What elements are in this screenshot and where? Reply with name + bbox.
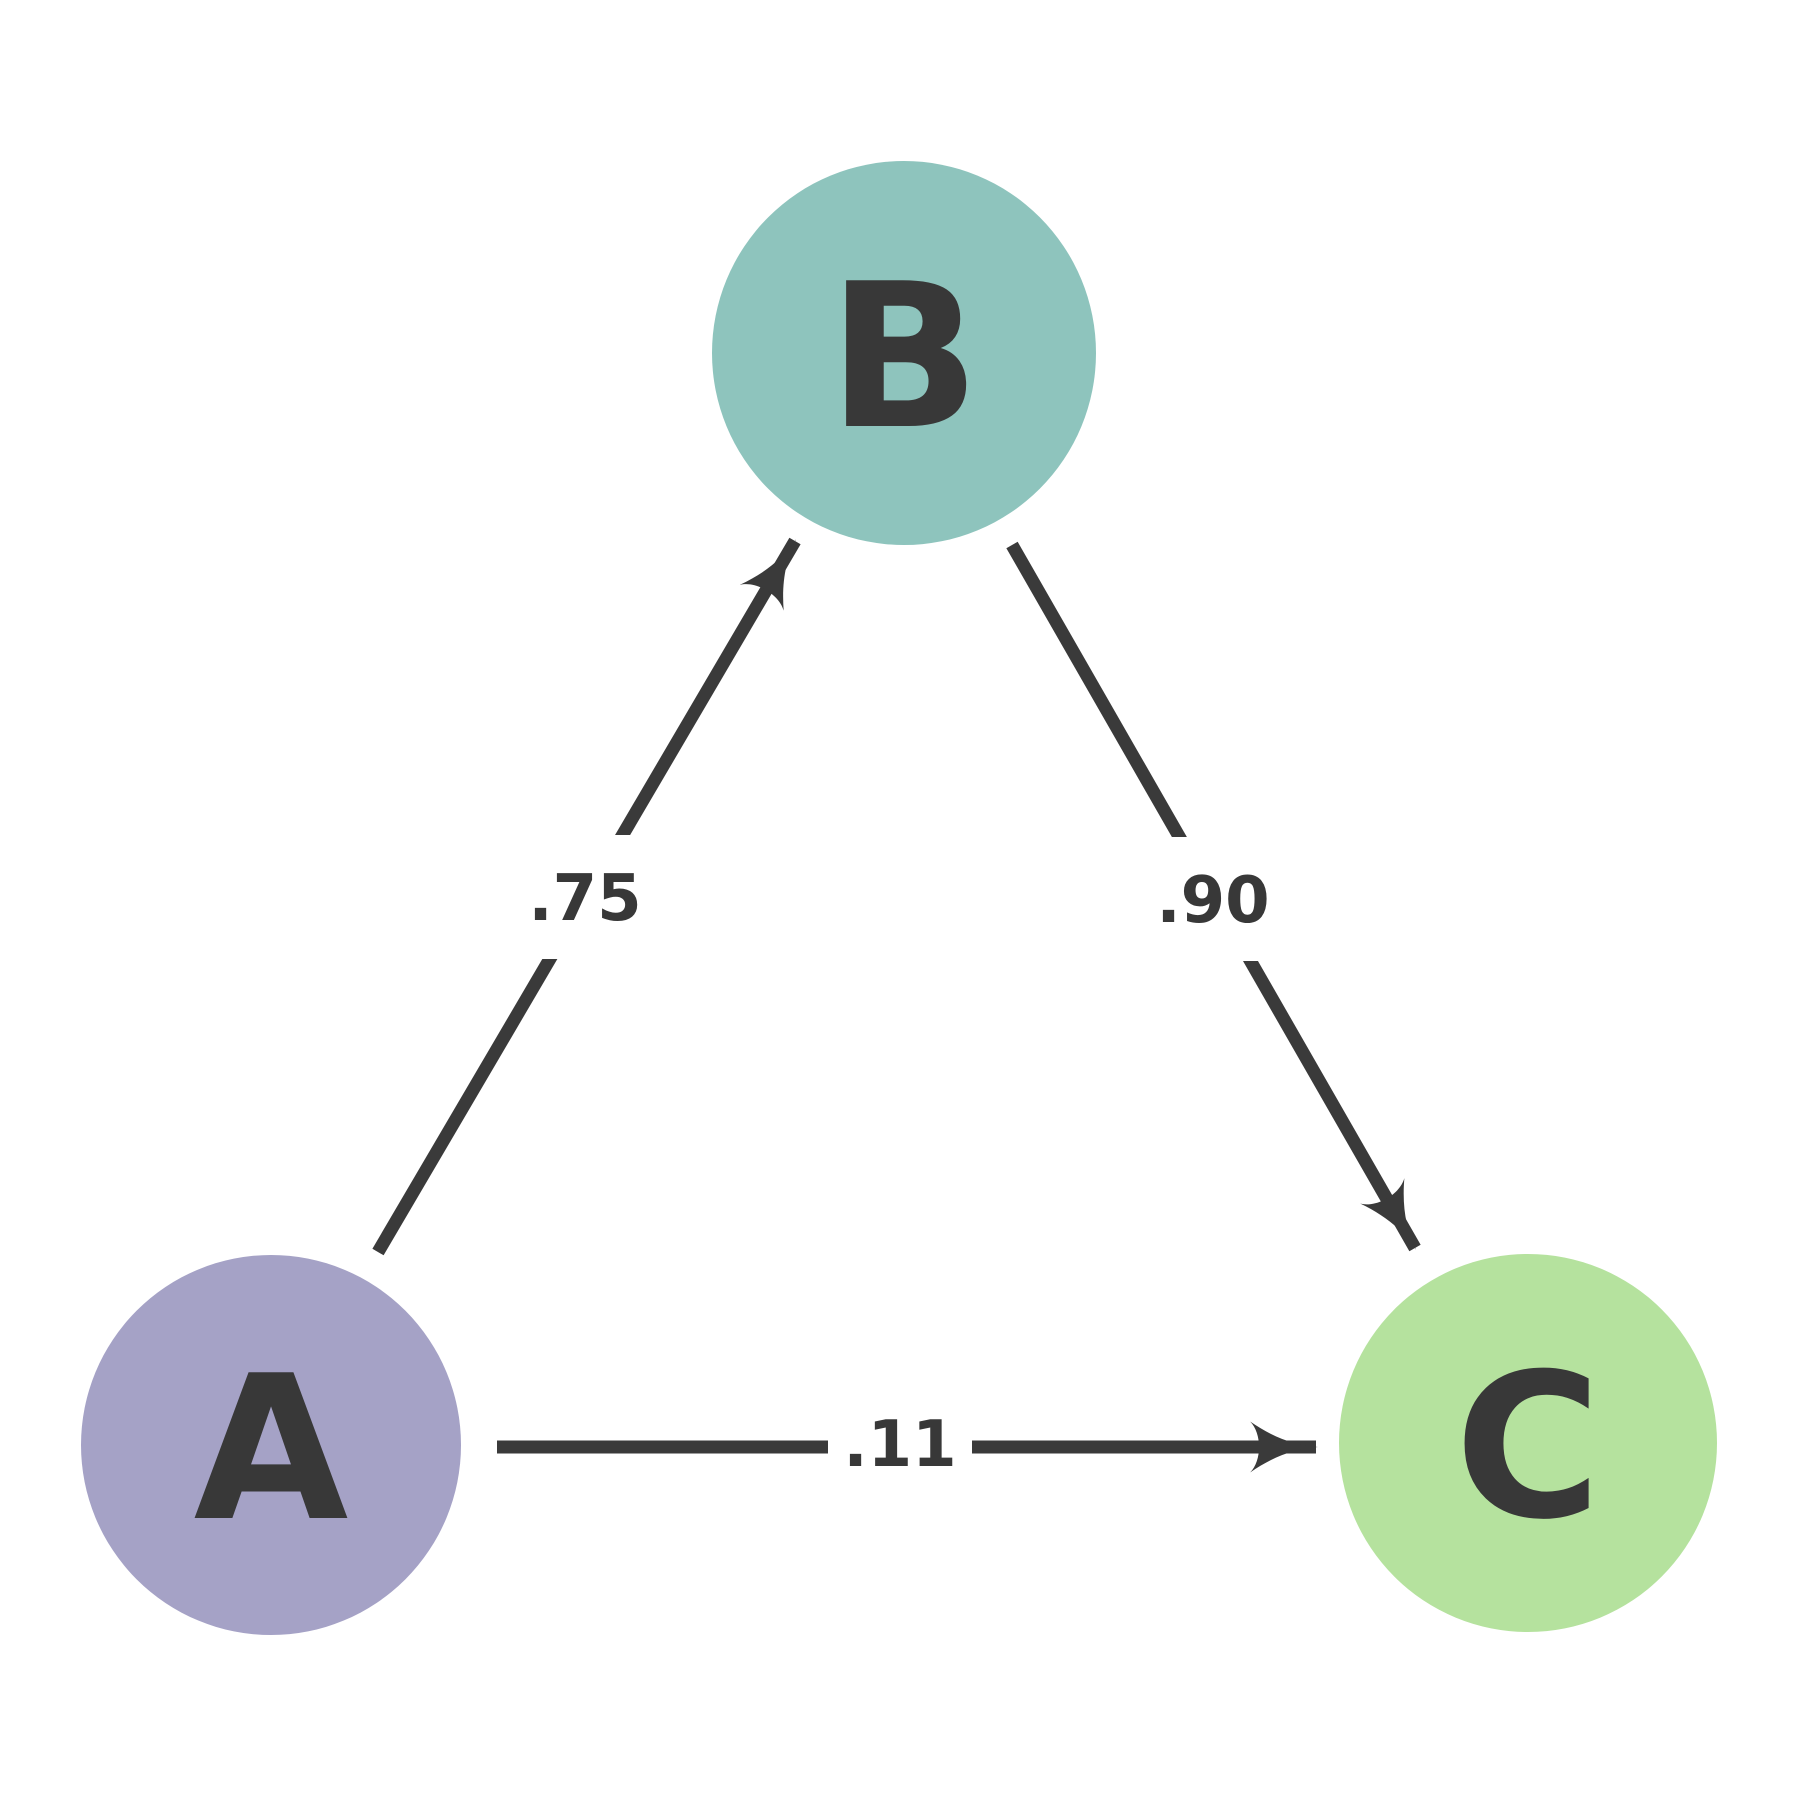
node-a: A: [81, 1255, 461, 1635]
node-c: C: [1339, 1254, 1717, 1632]
node-b-label: B: [828, 241, 980, 474]
node-c-circle: [1339, 1254, 1717, 1632]
edge-weight-b-c: .90: [1156, 864, 1269, 938]
node-b-circle: [712, 161, 1096, 545]
edge-label-bg: [505, 835, 665, 959]
node-a-label: A: [194, 1333, 349, 1566]
edge-label-b-c: .90: [1133, 837, 1293, 961]
edge-group: [372, 537, 1421, 1473]
edge-label-bg: [828, 1400, 972, 1492]
node-b: B: [712, 161, 1096, 545]
edge-weight-a-c: .11: [843, 1408, 956, 1482]
edge-label-a-b: .75: [505, 835, 665, 959]
edge-label-bg: [1133, 837, 1293, 961]
node-c-label: C: [1455, 1331, 1602, 1564]
edge-label-a-c: .11: [828, 1400, 972, 1492]
node-a-circle: [81, 1255, 461, 1635]
edge-weight-a-b: .75: [528, 862, 641, 936]
